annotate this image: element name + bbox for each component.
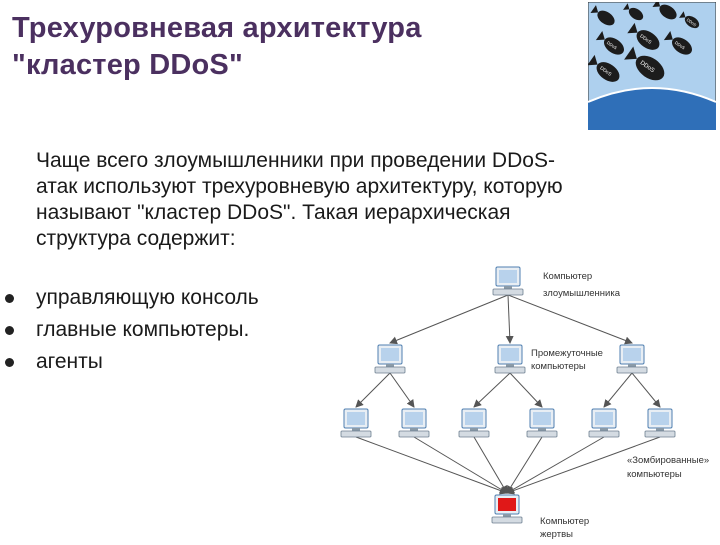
title-line: "кластер DDoS" (12, 49, 243, 81)
flow-arrow (355, 436, 508, 495)
bomb-label: DDoS (686, 17, 698, 27)
flow-arrow (389, 294, 509, 345)
bullet-item: главные компьютеры. (0, 316, 259, 348)
bomb-icon (624, 46, 665, 81)
zombies-label: «Зомбированные» (627, 455, 709, 466)
title-line: Трехуровневая архитектура (12, 12, 422, 44)
zombie-computer-icon (398, 408, 430, 438)
intro-line: атак используют трехуровневую архитектур… (36, 175, 563, 198)
zombie-computer-icon (644, 408, 676, 438)
bomb-icon (590, 5, 615, 26)
flow-arrow (389, 372, 415, 408)
bomb-icon (587, 54, 620, 82)
zombie-computer-icon (458, 408, 490, 438)
victim-computer-icon (491, 494, 523, 524)
masters-label: компьютеры (531, 361, 586, 372)
victim-label: Компьютер (540, 516, 589, 527)
intro-line: Чаще всего злоумышленники при проведении… (36, 149, 555, 172)
diagram-arrows (355, 294, 661, 495)
master-computer-icon (494, 344, 526, 374)
flow-arrow (413, 436, 508, 494)
flow-arrow (506, 436, 605, 494)
zombie-computer-icon (340, 408, 372, 438)
bullet-dot-icon (5, 294, 14, 303)
flow-arrow (473, 436, 508, 494)
bomb-icon (595, 30, 625, 55)
attacker-computer-icon (492, 266, 524, 296)
bomb-icon (679, 11, 700, 29)
flow-arrow (631, 372, 661, 408)
zombie-computer-icon (588, 408, 620, 438)
bullet-item: агенты (0, 348, 259, 380)
flow-arrow (473, 372, 511, 408)
flow-arrow (506, 436, 543, 494)
slide-title: Трехуровневая архитектура "кластер DDoS" (12, 10, 572, 84)
flow-arrow (509, 372, 543, 408)
flow-arrow (507, 294, 633, 345)
bomb-icon (652, 0, 677, 20)
bullet-dot-icon (5, 326, 14, 335)
victim-label: жертвы (540, 529, 573, 540)
intro-line: структура содержит: (36, 227, 236, 250)
bomb-label: DDoS (606, 40, 618, 51)
master-computer-icon (374, 344, 406, 374)
ddos-cluster-diagram: Компьютер злоумышленника Промежуточные к… (330, 255, 720, 545)
attacker-label: Компьютер (543, 271, 592, 282)
master-computer-icon (616, 344, 648, 374)
masters-label: Промежуточные (531, 348, 603, 359)
bomb-icon (623, 3, 644, 21)
diagram-computers (340, 266, 676, 524)
flow-arrow (355, 372, 391, 408)
flow-arrow (506, 436, 661, 495)
bullet-text: агенты (36, 350, 103, 373)
zombies-label: компьютеры (627, 469, 682, 480)
bullet-text: управляющую консоль (36, 286, 259, 309)
bullet-item: управляющую консоль (0, 284, 259, 316)
bomb-icon (627, 22, 660, 50)
intro-line: называют "кластер DDoS". Такая иерархиче… (36, 201, 511, 224)
intro-paragraph: Чаще всего злоумышленники при проведении… (36, 148, 696, 252)
attacker-label: злоумышленника (543, 288, 621, 299)
network-diagram-svg: Компьютер злоумышленника Промежуточные к… (340, 266, 709, 540)
bomb-icon (663, 30, 693, 55)
bullet-list: управляющую консоль главные компьютеры. … (0, 284, 259, 380)
bullet-text: главные компьютеры. (36, 318, 250, 341)
zombie-computer-icon (526, 408, 558, 438)
flow-arrow (603, 372, 633, 408)
bomb-label: DDoS (674, 40, 686, 51)
flow-arrow (505, 294, 514, 344)
bullet-dot-icon (5, 358, 14, 367)
